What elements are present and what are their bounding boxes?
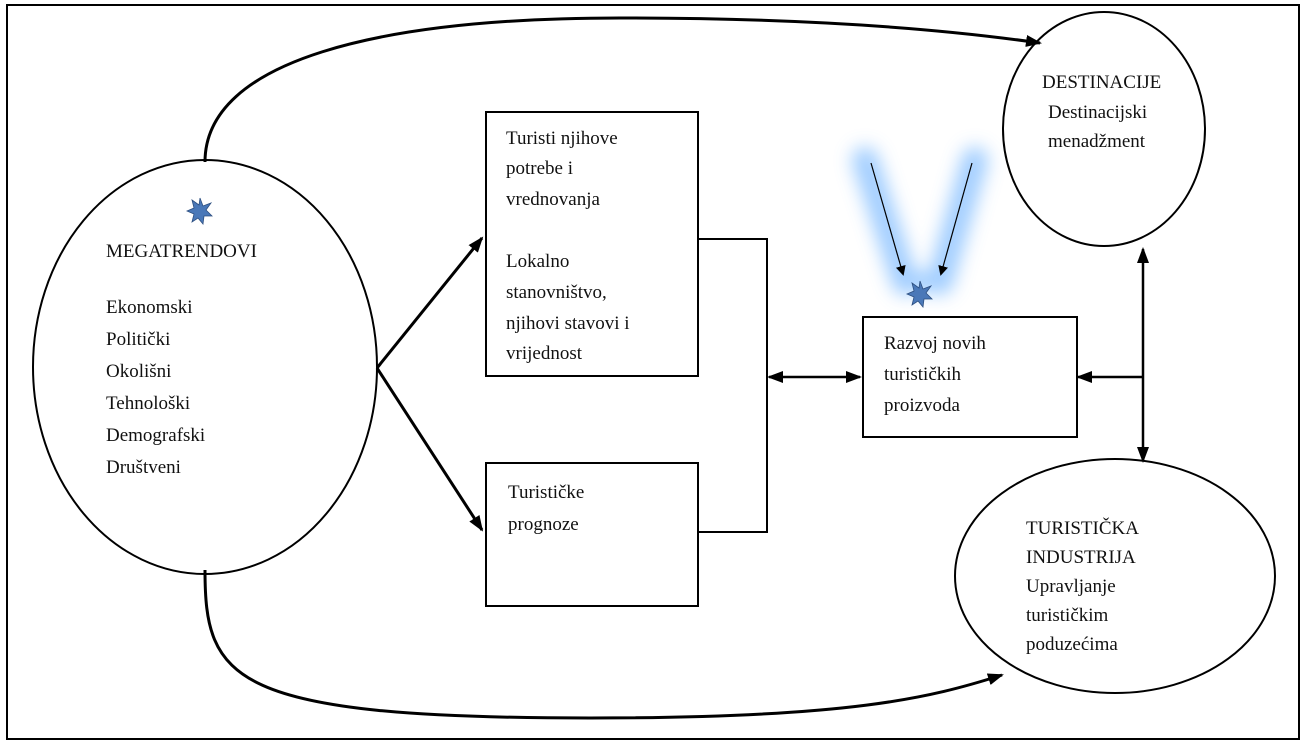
forecast-text-line: prognoze xyxy=(508,514,579,535)
tourists-text-line: Turisti njihove xyxy=(506,128,618,149)
glow-v-highlight xyxy=(852,147,988,295)
destinations-title: DESTINACIJE xyxy=(1042,72,1162,93)
megatrend-item: Društveni xyxy=(106,457,181,478)
industry-text-clip: poduzećima xyxy=(1020,633,1180,654)
destinations-text-line: Destinacijski xyxy=(1048,102,1148,123)
megatrends-ellipse xyxy=(32,159,378,575)
arrow-megatrends-to-tourists xyxy=(375,236,484,369)
tourists-text-line: stanovništvo, xyxy=(506,282,607,303)
product-box xyxy=(862,316,1078,438)
forecast-text-line: Turističke xyxy=(508,482,585,503)
destinations-ellipse xyxy=(1002,11,1206,247)
product-text-line: turističkih xyxy=(884,364,962,385)
tourists-text-line: vrednovanja xyxy=(506,189,600,210)
product-text-line: proizvoda xyxy=(884,395,960,416)
tourists-text-line: Lokalno xyxy=(506,251,570,272)
industry-title: INDUSTRIJA xyxy=(1026,547,1136,568)
bracket-boxes xyxy=(698,238,768,533)
tourists-box xyxy=(485,111,699,377)
industry-text-line: turističkim xyxy=(1026,605,1109,626)
industry-ellipse xyxy=(954,458,1276,694)
arrow-megatrends-to-forecast xyxy=(375,367,484,532)
arrow-glow-left xyxy=(870,162,906,276)
megatrend-item: Demografski xyxy=(106,425,206,446)
arrow-glow-right xyxy=(938,162,973,276)
arrow-megatrends-to-destinations xyxy=(203,16,1042,163)
destinations-text-line: menadžment xyxy=(1048,131,1146,152)
megatrend-item: Politički xyxy=(106,329,171,350)
industry-text-line: poduzećima xyxy=(1026,634,1118,654)
forecast-box xyxy=(485,462,699,607)
arrow-megatrends-to-industry xyxy=(203,569,1004,720)
megatrend-item: Ekonomski xyxy=(106,297,193,318)
tourists-text-line: vrijednost xyxy=(506,343,582,364)
tourists-text-line: njihovi stavovi i xyxy=(506,313,630,334)
megatrends-title: MEGATRENDOVI xyxy=(106,241,257,262)
star-icon-product xyxy=(905,280,933,308)
megatrend-item: Okolišni xyxy=(106,361,172,382)
diagram-frame xyxy=(6,4,1300,740)
megatrend-item: Tehnološki xyxy=(106,393,191,414)
industry-title: TURISTIČKA xyxy=(1026,518,1139,539)
tourists-text-line: potrebe i xyxy=(506,158,574,179)
product-text-line: Razvoj novih xyxy=(884,333,986,354)
industry-text-line: Upravljanje xyxy=(1026,576,1116,597)
star-icon-megatrends xyxy=(185,197,213,225)
